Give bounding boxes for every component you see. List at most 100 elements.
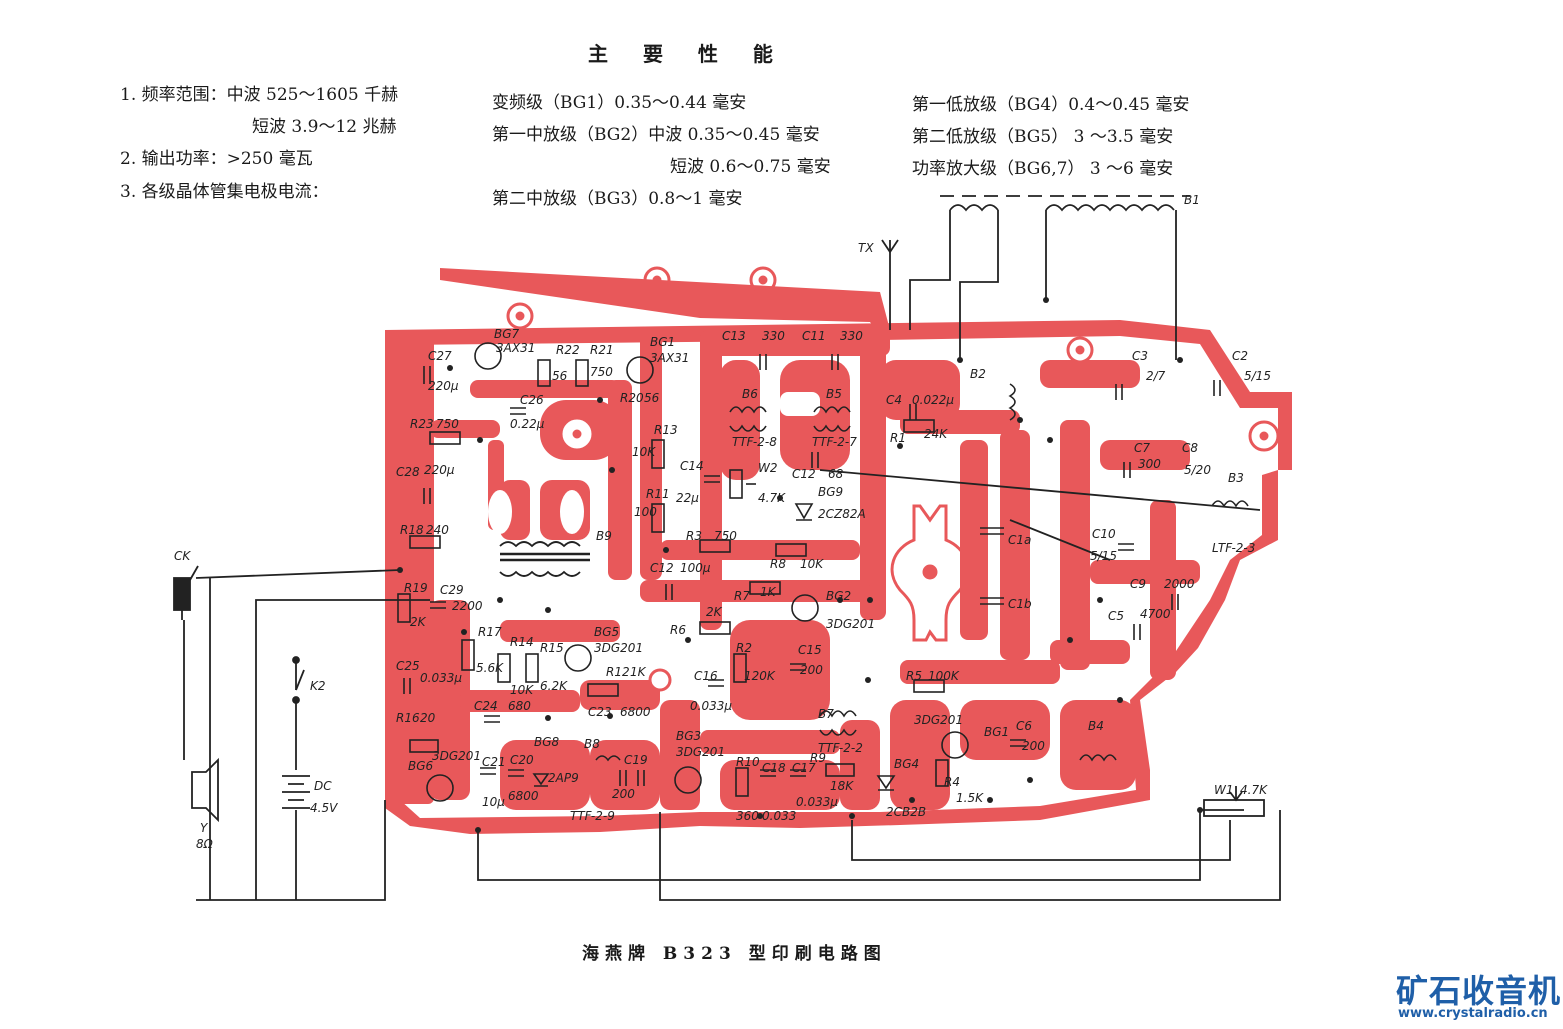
label-r1-val: 24K (924, 427, 948, 441)
label-r5-val: 100K (928, 669, 960, 683)
label-c14: C14 (680, 459, 704, 473)
label-bg2: BG2 (826, 589, 851, 603)
label-r4: R4 (944, 775, 960, 789)
label-bg5: BG5 (594, 625, 619, 639)
label-w2-val: 4.7K (758, 491, 786, 505)
label-r16: R16 (396, 711, 420, 725)
label-bg7: BG7 (494, 327, 520, 341)
spec-output-power: 2. 输出功率：>250 毫瓦 (120, 149, 313, 169)
spec-current-bg3: 第二中放级（BG3）0.8～1 毫安 (492, 189, 743, 209)
spec-frequency-sw: 短波 3.9～12 兆赫 (252, 117, 397, 137)
label-c10-val: 5/15 (1090, 549, 1117, 563)
label-c24: C24 (474, 699, 498, 713)
label-c8: C8 (1182, 441, 1198, 455)
label-k2: K2 (310, 679, 326, 693)
label-c18-val: 0.033 (762, 809, 796, 823)
label-r13: R13 (654, 423, 678, 437)
label-c4-val: 0.022μ (912, 393, 954, 407)
label-b8-type: TTF-2-9 (570, 809, 615, 823)
label-r22-val: 56 (552, 369, 568, 383)
label-dc: DC (314, 779, 332, 793)
label-c23: C23 (588, 705, 612, 719)
label-c12-val: 68 (828, 467, 844, 481)
label-r15-val: 6.2K (540, 679, 568, 693)
label-ck: CK (174, 549, 191, 563)
label-c3-val: 2/7 (1146, 369, 1166, 383)
label-c15-val: 200 (800, 663, 823, 677)
label-r8-val: 10K (800, 557, 824, 571)
label-b7-type: TTF-2-2 (818, 741, 863, 755)
label-c7: C7 (1134, 441, 1150, 455)
spec-current-bg67: 功率放大级（BG6,7） 3 ～6 毫安 (912, 159, 1174, 179)
spec-current-bg4: 第一低放级（BG4）0.4～0.45 毫安 (912, 95, 1190, 115)
label-w1-val: 4.7K (1240, 783, 1268, 797)
label-r18-val: 240 (426, 523, 449, 537)
label-c19: C19 (624, 753, 648, 767)
label-bg3-type: 3DG201 (676, 745, 725, 759)
label-c28-val: 220μ (424, 463, 455, 477)
label-bg1-type: 3DG201 (914, 713, 963, 727)
label-b7: B7 (818, 707, 834, 721)
label-r16-val: 20 (420, 711, 436, 725)
label-r14-val: 10K (510, 683, 534, 697)
label-c14-val: 22μ (676, 491, 699, 505)
label-r17-val: 5.6K (476, 661, 504, 675)
solder-pads (397, 297, 1203, 833)
label-bg9: BG9 (818, 485, 843, 499)
label-c6-val: 200 (1022, 739, 1045, 753)
label-b5: B5 (826, 387, 842, 401)
label-r9-val: 18K (830, 779, 854, 793)
label-r6-val: 2K (706, 605, 723, 619)
label-c9: C9 (1130, 577, 1146, 591)
label-r3-val: 750 (714, 529, 737, 543)
label-bg8-type: 2AP9 (548, 771, 579, 785)
label-c25: C25 (396, 659, 420, 673)
component-labels: BG7 3AX31 BG1 3AX31 C27 220μ R22 56 R21 … (174, 193, 1271, 851)
label-c4: C4 (886, 393, 902, 407)
label-speaker: Y (200, 821, 209, 835)
label-b8: B8 (584, 737, 600, 751)
label-r20-val: 56 (644, 391, 660, 405)
label-c17-val: 0.033μ (796, 795, 838, 809)
board-cutouts (488, 392, 820, 534)
label-r7-val: 1K (760, 585, 777, 599)
label-c9-val: 2000 (1164, 577, 1195, 591)
label-c12: C12 (792, 467, 816, 481)
label-c5: C5 (1108, 609, 1124, 623)
label-c7-val: 300 (1138, 457, 1161, 471)
label-r9: R9 (810, 751, 826, 765)
label-r19-val: 2K (410, 615, 427, 629)
label-c8-val: 5/20 (1184, 463, 1211, 477)
label-r21: R21 (590, 343, 614, 357)
label-c1a: C1a (1008, 533, 1031, 547)
spec-frequency: 1. 频率范围：中波 525～1605 千赫 (120, 85, 399, 105)
label-r6: R6 (670, 623, 686, 637)
label-r20: R20 (620, 391, 644, 405)
label-bg8: BG8 (534, 735, 560, 749)
label-r5: R5 (906, 669, 922, 683)
label-c2: C2 (1232, 349, 1248, 363)
label-b1: B1 (1184, 193, 1200, 207)
watermark-url[interactable]: www.crystalradio.cn (1398, 1006, 1548, 1021)
page-title: 主 要 性 能 (588, 42, 787, 66)
label-b4: B4 (1088, 719, 1104, 733)
label-bg1-top: BG1 (650, 335, 675, 349)
label-c20: C20 (510, 753, 534, 767)
label-b3-type: LTF-2-3 (1212, 541, 1255, 555)
component-symbols (397, 342, 1249, 802)
label-r1: R1 (890, 431, 906, 445)
label-r17: R17 (478, 625, 502, 639)
label-w1: W1 (1214, 783, 1234, 797)
label-c3: C3 (1132, 349, 1148, 363)
label-r3: R3 (686, 529, 702, 543)
label-bg6-type: 3DG201 (432, 749, 481, 763)
label-r10: R10 (736, 755, 760, 769)
label-r15: R15 (540, 641, 564, 655)
label-b2: B2 (970, 367, 986, 381)
label-r14: R14 (510, 635, 534, 649)
label-c13-val: 330 (762, 329, 785, 343)
label-c17: C17 (792, 761, 816, 775)
watermark-logo: 矿石收音机 (1396, 972, 1562, 1010)
spec-current-bg5: 第二低放级（BG5） 3 ～3.5 毫安 (912, 127, 1174, 147)
label-c27: C27 (428, 349, 452, 363)
